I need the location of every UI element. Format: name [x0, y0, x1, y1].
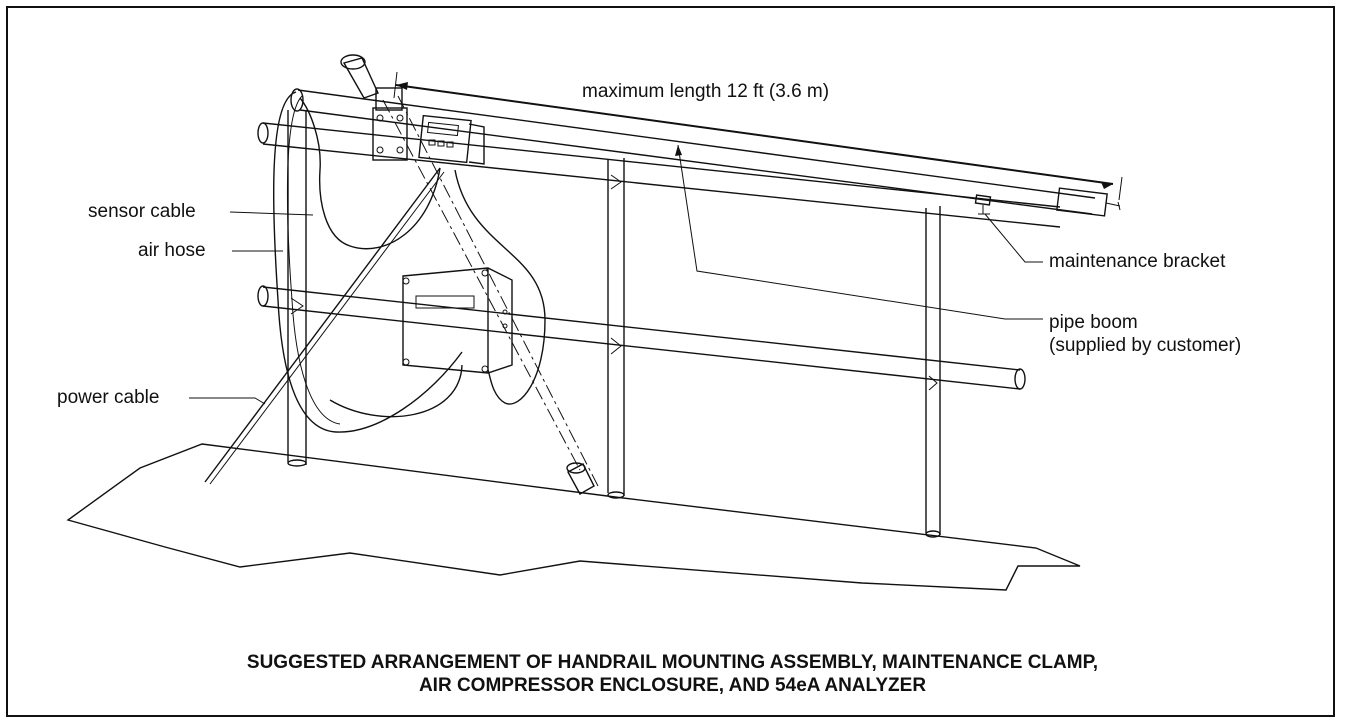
caption-line-1: SUGGESTED ARRANGEMENT OF HANDRAIL MOUNTI…	[246, 652, 1099, 673]
sensor-cable-label: sensor cable	[88, 201, 196, 222]
handrail-mounting-clamp	[340, 54, 408, 161]
dimension-line	[393, 71, 1123, 201]
sensor-pole	[382, 95, 599, 495]
maintenance-bracket	[974, 194, 992, 215]
caption-line-2: AIR COMPRESSOR ENCLOSURE, AND 54eA ANALY…	[418, 675, 927, 696]
pipe-boom	[290, 88, 1121, 217]
air-hose-label: air hose	[138, 240, 206, 261]
figure-caption: SUGGESTED ARRANGEMENT OF HANDRAIL MOUNTI…	[0, 651, 1345, 697]
max-length-label: maximum length 12 ft (3.6 m)	[582, 81, 830, 102]
figure-frame	[6, 6, 1335, 717]
floor-slab	[66, 443, 1081, 591]
handrail-posts	[287, 110, 941, 538]
leader-lines	[189, 144, 1043, 405]
cables	[204, 91, 546, 485]
lower-rail	[257, 285, 1026, 390]
pipe-boom-supplier-label: (supplied by customer)	[1049, 335, 1242, 356]
maintenance-bracket-label: maintenance bracket	[1049, 251, 1226, 272]
pipe-boom-label: pipe boom	[1049, 312, 1138, 333]
air-compressor-enclosure	[402, 267, 513, 374]
analyzer-54ea	[418, 114, 485, 165]
power-cable-label: power cable	[57, 387, 160, 408]
